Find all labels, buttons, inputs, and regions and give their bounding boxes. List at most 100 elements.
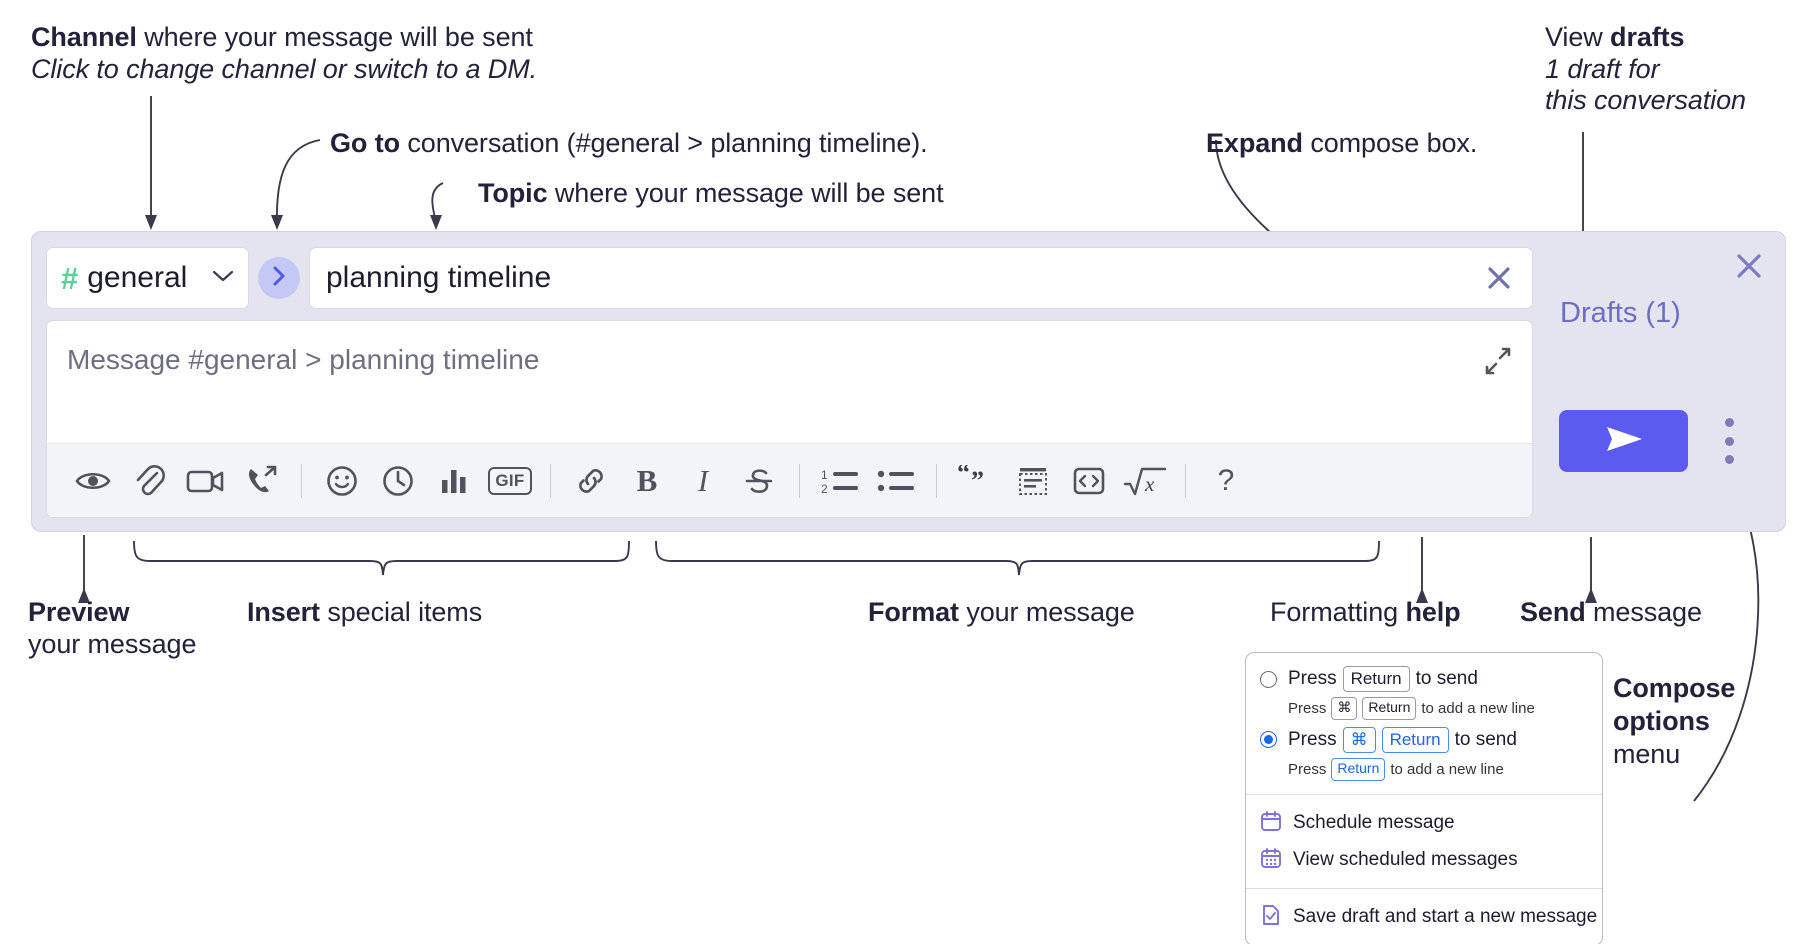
menu-item-label: Schedule message — [1293, 812, 1455, 833]
radio-selected[interactable] — [1260, 731, 1277, 749]
option-label: Press Return to send — [1288, 666, 1478, 693]
send-arrow-icon — [1600, 422, 1648, 461]
svg-text:x: x — [1144, 472, 1155, 496]
bulleted-list-icon[interactable] — [868, 453, 924, 509]
italic-icon[interactable]: I — [675, 453, 731, 509]
compose-options-button[interactable] — [1716, 418, 1742, 464]
option-post-text: to send — [1454, 728, 1517, 750]
send-shortcut-options: Press Return to send Press ⌘ Return to a… — [1246, 653, 1602, 794]
annotation-topic-bold: Topic — [478, 178, 548, 208]
channel-selector[interactable]: # general — [46, 247, 249, 309]
option-hint-newline: Press ⌘ Return to add a new line — [1246, 695, 1602, 724]
blockquote-icon[interactable]: “” — [949, 453, 1005, 509]
audio-call-icon[interactable] — [233, 453, 289, 509]
preview-icon[interactable] — [65, 453, 121, 509]
hash-icon: # — [61, 260, 79, 296]
annotation-channel-rest: where your message will be sent — [136, 22, 533, 52]
key-return: Return — [1331, 758, 1386, 781]
link-icon[interactable] — [563, 453, 619, 509]
annotation-compose-options: Compose options menu — [1613, 672, 1735, 771]
send-button[interactable] — [1559, 410, 1688, 472]
hint-post-text: to add a new line — [1390, 760, 1504, 778]
option-hint-newline: Press Return to add a new line — [1246, 756, 1602, 785]
draft-section: Save draft and start a new message — [1246, 887, 1602, 944]
formatting-toolbar: GIF B I — [47, 443, 1532, 517]
code-snippet-icon[interactable] — [1061, 453, 1117, 509]
annotation-send-rest: message — [1585, 597, 1702, 627]
message-placeholder: Message #general > planning timeline — [67, 344, 540, 375]
annotation-goto-bold: Go to — [330, 128, 400, 158]
annotation-goto: Go to conversation (#general > planning … — [330, 128, 928, 160]
key-return: Return — [1381, 726, 1449, 753]
help-label: ? — [1217, 463, 1235, 497]
menu-item-save-draft[interactable]: Save draft and start a new message — [1246, 899, 1602, 936]
option-press-return-to-send[interactable]: Press Return to send — [1246, 663, 1602, 695]
calendar-grid-icon — [1260, 847, 1282, 874]
help-icon[interactable]: ? — [1198, 453, 1254, 509]
save-draft-icon — [1260, 904, 1282, 931]
chevron-down-icon — [212, 269, 234, 288]
video-icon[interactable] — [177, 453, 233, 509]
annotation-preview-rest: your message — [28, 628, 197, 659]
annotation-drafts-italic1: 1 draft for — [1545, 53, 1660, 84]
annotation-insert: Insert special items — [247, 597, 482, 629]
annotation-insert-bold: Insert — [247, 597, 320, 627]
annotation-topic: Topic where your message will be sent — [478, 178, 944, 210]
svg-text:“: “ — [957, 465, 970, 487]
calendar-icon — [1260, 810, 1282, 837]
annotation-format-rest: your message — [958, 597, 1135, 627]
menu-item-label: Save draft and start a new message — [1293, 906, 1598, 927]
annotation-goto-rest: conversation (#general > planning timeli… — [399, 128, 928, 158]
message-input-area[interactable]: Message #general > planning timeline — [46, 320, 1533, 518]
svg-text:2: 2 — [821, 482, 828, 496]
toolbar-divider — [550, 463, 551, 498]
math-icon[interactable]: x — [1117, 453, 1173, 509]
topic-input[interactable]: planning timeline — [309, 247, 1533, 309]
annotation-channel-bold: Channel — [31, 22, 137, 52]
compose-right-rail: Drafts (1) — [1548, 232, 1787, 531]
annotation-help-bold: help — [1405, 597, 1461, 627]
emoji-icon[interactable] — [314, 453, 370, 509]
attachment-icon[interactable] — [121, 453, 177, 509]
option-post-text: to send — [1415, 668, 1478, 690]
annotation-send: Send message — [1520, 597, 1702, 629]
kebab-dot — [1724, 436, 1734, 446]
gif-icon[interactable]: GIF — [482, 453, 538, 509]
menu-item-schedule-message[interactable]: Schedule message — [1246, 805, 1602, 842]
svg-text:”: ” — [971, 466, 984, 495]
code-block-icon[interactable] — [1005, 453, 1061, 509]
option-pre-text: Press — [1288, 668, 1337, 690]
strikethrough-icon[interactable] — [731, 453, 787, 509]
key-return: Return — [1362, 697, 1417, 720]
poll-icon[interactable] — [426, 453, 482, 509]
expand-compose-icon[interactable] — [1482, 345, 1514, 382]
gif-label: GIF — [488, 466, 532, 495]
key-return: Return — [1342, 666, 1410, 693]
bold-icon[interactable]: B — [619, 453, 675, 509]
go-to-conversation-button[interactable] — [258, 257, 300, 299]
toolbar-divider — [301, 463, 302, 498]
kebab-dot — [1724, 418, 1734, 427]
drafts-link[interactable]: Drafts (1) — [1560, 297, 1681, 329]
option-press-cmd-return-to-send[interactable]: Press ⌘ Return to send — [1246, 724, 1602, 756]
close-icon[interactable] — [1731, 248, 1767, 289]
key-command: ⌘ — [1342, 726, 1376, 753]
toolbar-divider — [936, 463, 937, 498]
clock-icon[interactable] — [370, 453, 426, 509]
annotation-drafts-bold: drafts — [1610, 22, 1685, 52]
annotation-format: Format your message — [868, 597, 1135, 629]
menu-item-view-scheduled-messages[interactable]: View scheduled messages — [1246, 842, 1602, 879]
annotation-help: Formatting help — [1270, 597, 1461, 629]
annotation-drafts: View drafts 1 draft for this conversatio… — [1545, 22, 1746, 117]
toolbar-divider — [799, 463, 800, 498]
annotation-expand: Expand compose box. — [1206, 128, 1477, 160]
clear-topic-icon[interactable] — [1482, 261, 1516, 295]
annotation-drafts-italic2: this conversation — [1545, 85, 1746, 116]
compose-box: # general planning timeline — [31, 231, 1786, 532]
annotation-topic-rest: where your message will be sent — [547, 178, 944, 208]
svg-text:1: 1 — [821, 468, 828, 482]
radio-unselected[interactable] — [1260, 670, 1277, 688]
hint-pre-text: Press — [1288, 700, 1327, 717]
